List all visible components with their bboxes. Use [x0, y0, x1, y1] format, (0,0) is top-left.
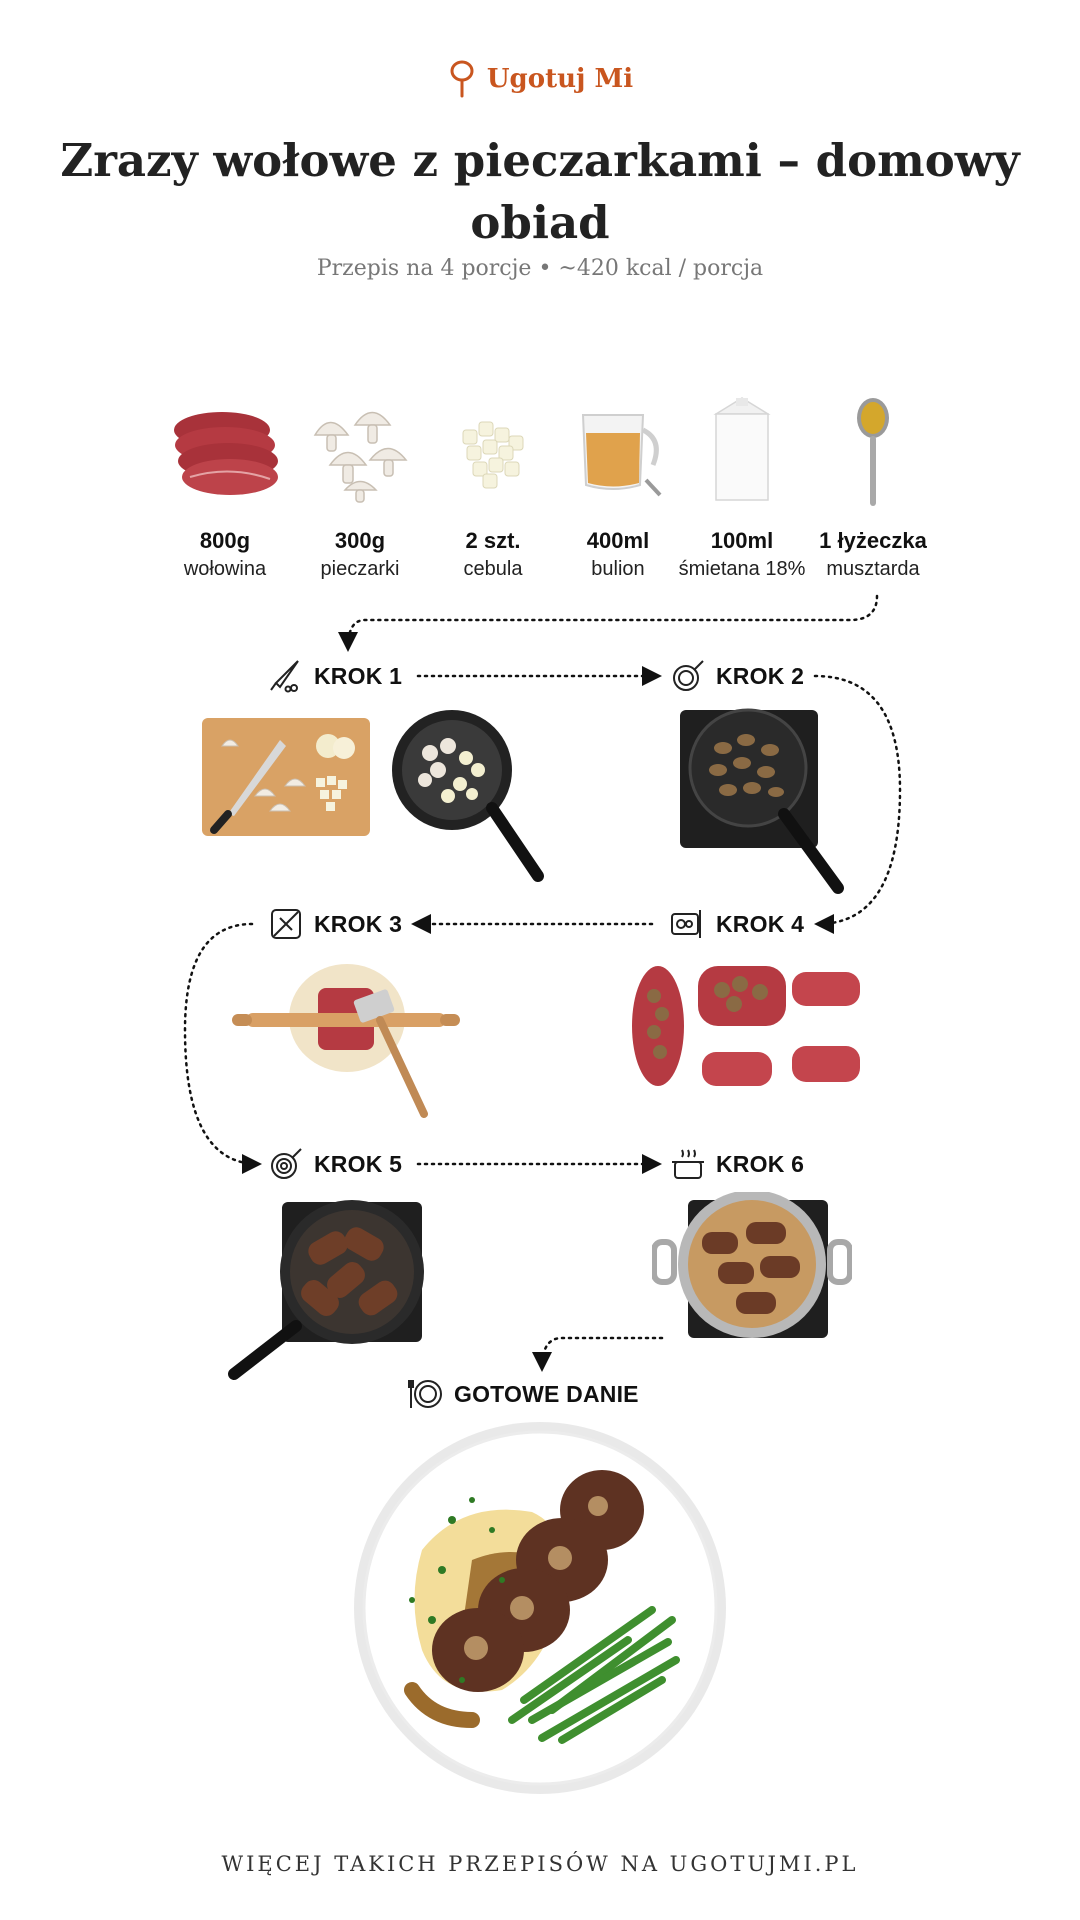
mushrooms-icon [290, 380, 430, 520]
brand-name: Ugotuj Mi [486, 64, 634, 94]
step-header-3: KROK 3 [268, 906, 402, 942]
cutting-board-illustration [200, 716, 372, 838]
frying-mushrooms-illustration [678, 708, 848, 898]
pan-icon [268, 1146, 304, 1182]
recipe-title: Zrazy wołowe z pieczarkami – domowy obia… [60, 134, 1020, 249]
ingredient-qty: 1 łyżeczka [819, 528, 927, 553]
roll-icon [670, 906, 706, 942]
cream-carton-icon [672, 380, 812, 520]
step-header-6: KROK 6 [670, 1146, 804, 1182]
recipe-subtitle: Przepis na 4 porcje • ~420 kcal / porcja [316, 256, 764, 281]
brand-header: Ugotuj Mi [0, 60, 1080, 98]
pounding-beef-illustration [232, 958, 462, 1123]
pan-icon [670, 658, 706, 694]
step-header-1: KROK 1 [268, 658, 402, 694]
ingredient-item: 100ml śmietana 18% [672, 380, 812, 581]
ingredient-name: wołowina [183, 558, 267, 580]
rolling-zrazy-illustration [630, 962, 865, 1092]
ingredient-qty: 400ml [586, 528, 650, 553]
ingredient-qty: 300g [334, 528, 386, 553]
ingredient-name: bulion [591, 558, 645, 580]
stewing-pot-illustration [652, 1192, 852, 1342]
mallet-icon [268, 906, 304, 942]
browning-rolls-illustration [226, 1198, 426, 1383]
pot-icon [670, 1146, 706, 1182]
ingredient-name: śmietana 18% [678, 558, 806, 580]
ingredient-qty: 800g [199, 528, 251, 553]
ingredient-item: 300g pieczarki [290, 380, 430, 581]
ingredient-name: pieczarki [320, 558, 400, 580]
plate-icon [408, 1376, 444, 1412]
step-header-4: KROK 4 [670, 906, 804, 942]
beef-slices-icon [155, 380, 295, 520]
ingredient-item: 400ml bulion [548, 380, 688, 581]
spoon-logo-icon [447, 60, 477, 98]
final-dish-header: GOTOWE DANIE [408, 1376, 639, 1412]
pan-with-onion-mushrooms-illustration [390, 708, 550, 888]
ingredient-item: 2 szt. cebula [423, 380, 563, 581]
step-header-5: KROK 5 [268, 1146, 402, 1182]
ingredient-name: musztarda [826, 558, 920, 580]
ingredient-item: 1 łyżeczka musztarda [803, 380, 943, 581]
ingredient-qty: 2 szt. [465, 528, 521, 553]
broth-jug-icon [548, 380, 688, 520]
step-header-2: KROK 2 [670, 658, 804, 694]
ingredient-item: 800g wołowina [155, 380, 295, 581]
knife-icon [268, 658, 304, 694]
mustard-spoon-icon [803, 380, 943, 520]
diced-onion-icon [423, 380, 563, 520]
ingredient-qty: 100ml [710, 528, 774, 553]
ingredient-name: cebula [463, 558, 523, 580]
plated-dish-illustration [352, 1420, 728, 1796]
footer-cta: WIĘCEJ TAKICH PRZEPISÓW NA UGOTUJMI.PL [221, 1852, 859, 1876]
